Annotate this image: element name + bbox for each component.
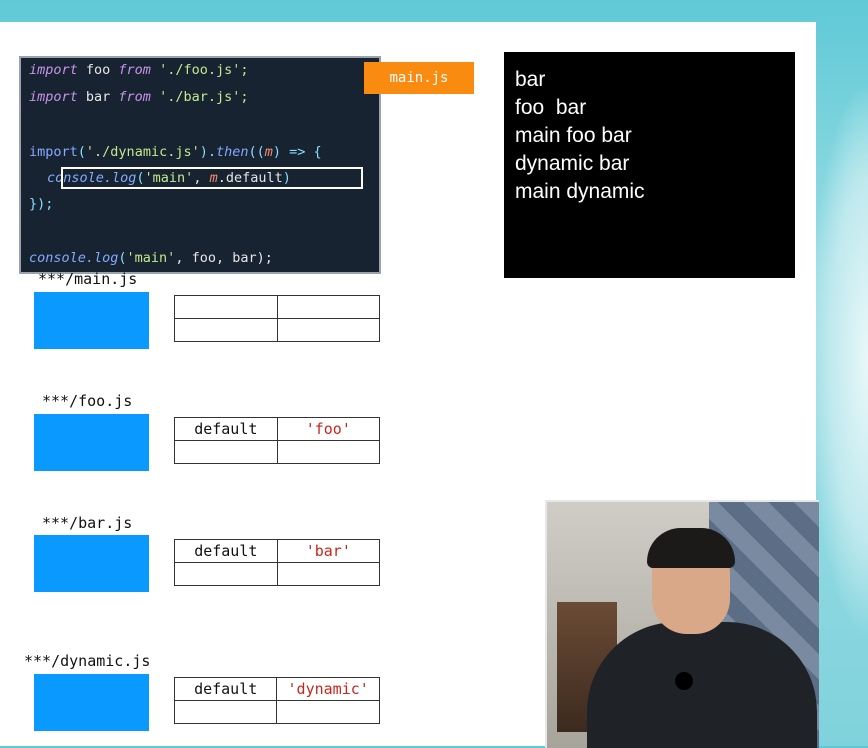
export-key-cell: default bbox=[174, 417, 278, 441]
console-output-panel: bar foo bar main foo bar dynamic bar mai… bbox=[504, 52, 795, 278]
code-line-import-bar: import bar from './bar.js'; bbox=[29, 89, 248, 105]
code-punct: ( bbox=[136, 170, 145, 186]
table-row bbox=[174, 562, 381, 586]
module-record-box bbox=[34, 535, 149, 592]
code-function: import bbox=[29, 144, 78, 160]
export-key-cell bbox=[174, 562, 278, 586]
slide-canvas: import foo from './foo.js'; import bar f… bbox=[0, 22, 816, 746]
export-value-cell bbox=[276, 440, 381, 464]
code-identifier: , foo, bar); bbox=[175, 250, 273, 266]
code-keyword: from bbox=[118, 89, 151, 105]
code-function: console.log bbox=[47, 170, 137, 186]
module-exports-table: default'dynamic' bbox=[173, 677, 380, 724]
lapel-microphone-icon bbox=[675, 672, 693, 690]
code-function: then bbox=[215, 144, 249, 160]
console-line: dynamic bar bbox=[515, 152, 630, 175]
code-punct: }); bbox=[29, 196, 54, 212]
presenter-hair bbox=[647, 528, 735, 568]
console-line: foo bar bbox=[515, 96, 587, 119]
code-keyword: import bbox=[29, 89, 78, 105]
code-punct: ). bbox=[199, 144, 216, 160]
code-punct: , bbox=[193, 170, 210, 186]
code-punct: (( bbox=[248, 144, 265, 160]
highlight-box bbox=[61, 167, 363, 189]
webcam-overlay bbox=[545, 500, 819, 748]
module-exports-table: default'bar' bbox=[174, 539, 381, 586]
code-string: './dynamic.js' bbox=[85, 144, 200, 160]
code-string: './bar.js'; bbox=[150, 89, 249, 105]
code-line-inner-log: console.log('main', m.default) bbox=[47, 170, 291, 186]
code-string: './foo.js'; bbox=[150, 62, 249, 78]
code-line-dynamic-import: import('./dynamic.js').then((m) => { bbox=[29, 144, 322, 160]
export-key-cell: default bbox=[173, 677, 278, 701]
code-param: m bbox=[209, 170, 218, 186]
table-row bbox=[173, 700, 380, 724]
code-punct: ( bbox=[118, 250, 127, 266]
export-value-cell: 'bar' bbox=[276, 539, 381, 563]
export-value-cell bbox=[276, 700, 380, 724]
export-key-cell bbox=[174, 318, 278, 342]
code-function: console.log bbox=[29, 250, 119, 266]
code-line-close: }); bbox=[29, 196, 53, 212]
console-line: main dynamic bbox=[515, 180, 645, 203]
module-exports-table: default'foo' bbox=[174, 417, 381, 464]
code-identifier: bar bbox=[77, 89, 119, 105]
export-value-cell: 'foo' bbox=[276, 417, 381, 441]
module-label: ***/bar.js bbox=[42, 514, 133, 532]
code-keyword: import bbox=[29, 62, 78, 78]
code-identifier: .default bbox=[217, 170, 283, 186]
export-value-cell: 'dynamic' bbox=[276, 677, 380, 701]
table-row bbox=[174, 318, 380, 342]
export-value-cell bbox=[276, 562, 381, 586]
console-line: main foo bar bbox=[515, 124, 632, 147]
code-param: m bbox=[264, 144, 273, 160]
code-punct: ( bbox=[77, 144, 86, 160]
code-panel: import foo from './foo.js'; import bar f… bbox=[19, 56, 381, 274]
code-string: 'main' bbox=[126, 250, 176, 266]
code-punct: ) => { bbox=[272, 144, 322, 160]
export-key-cell: default bbox=[174, 539, 278, 563]
module-label: ***/main.js bbox=[38, 270, 138, 288]
export-key-cell bbox=[174, 440, 278, 464]
file-badge: main.js bbox=[364, 62, 474, 94]
table-row bbox=[174, 440, 381, 464]
module-exports-table bbox=[174, 295, 380, 342]
code-line-import-foo: import foo from './foo.js'; bbox=[29, 62, 248, 78]
code-identifier: foo bbox=[77, 62, 119, 78]
table-row bbox=[174, 295, 380, 319]
module-record-box bbox=[34, 674, 149, 731]
presenter-body bbox=[587, 622, 817, 748]
export-value-cell bbox=[276, 318, 380, 342]
module-record-box bbox=[34, 292, 149, 349]
export-key-cell bbox=[173, 700, 278, 724]
code-punct: ) bbox=[282, 170, 291, 186]
table-row: default'foo' bbox=[174, 417, 381, 441]
export-key-cell bbox=[174, 295, 278, 319]
module-label: ***/dynamic.js bbox=[24, 652, 151, 670]
code-string: 'main' bbox=[144, 170, 194, 186]
export-value-cell bbox=[276, 295, 380, 319]
module-label: ***/foo.js bbox=[42, 392, 133, 410]
table-row: default'dynamic' bbox=[173, 677, 380, 701]
module-record-box bbox=[34, 414, 149, 471]
code-line-final-log: console.log('main', foo, bar); bbox=[29, 250, 273, 266]
code-keyword: from bbox=[118, 62, 151, 78]
table-row: default'bar' bbox=[174, 539, 381, 563]
console-line: bar bbox=[515, 68, 546, 91]
